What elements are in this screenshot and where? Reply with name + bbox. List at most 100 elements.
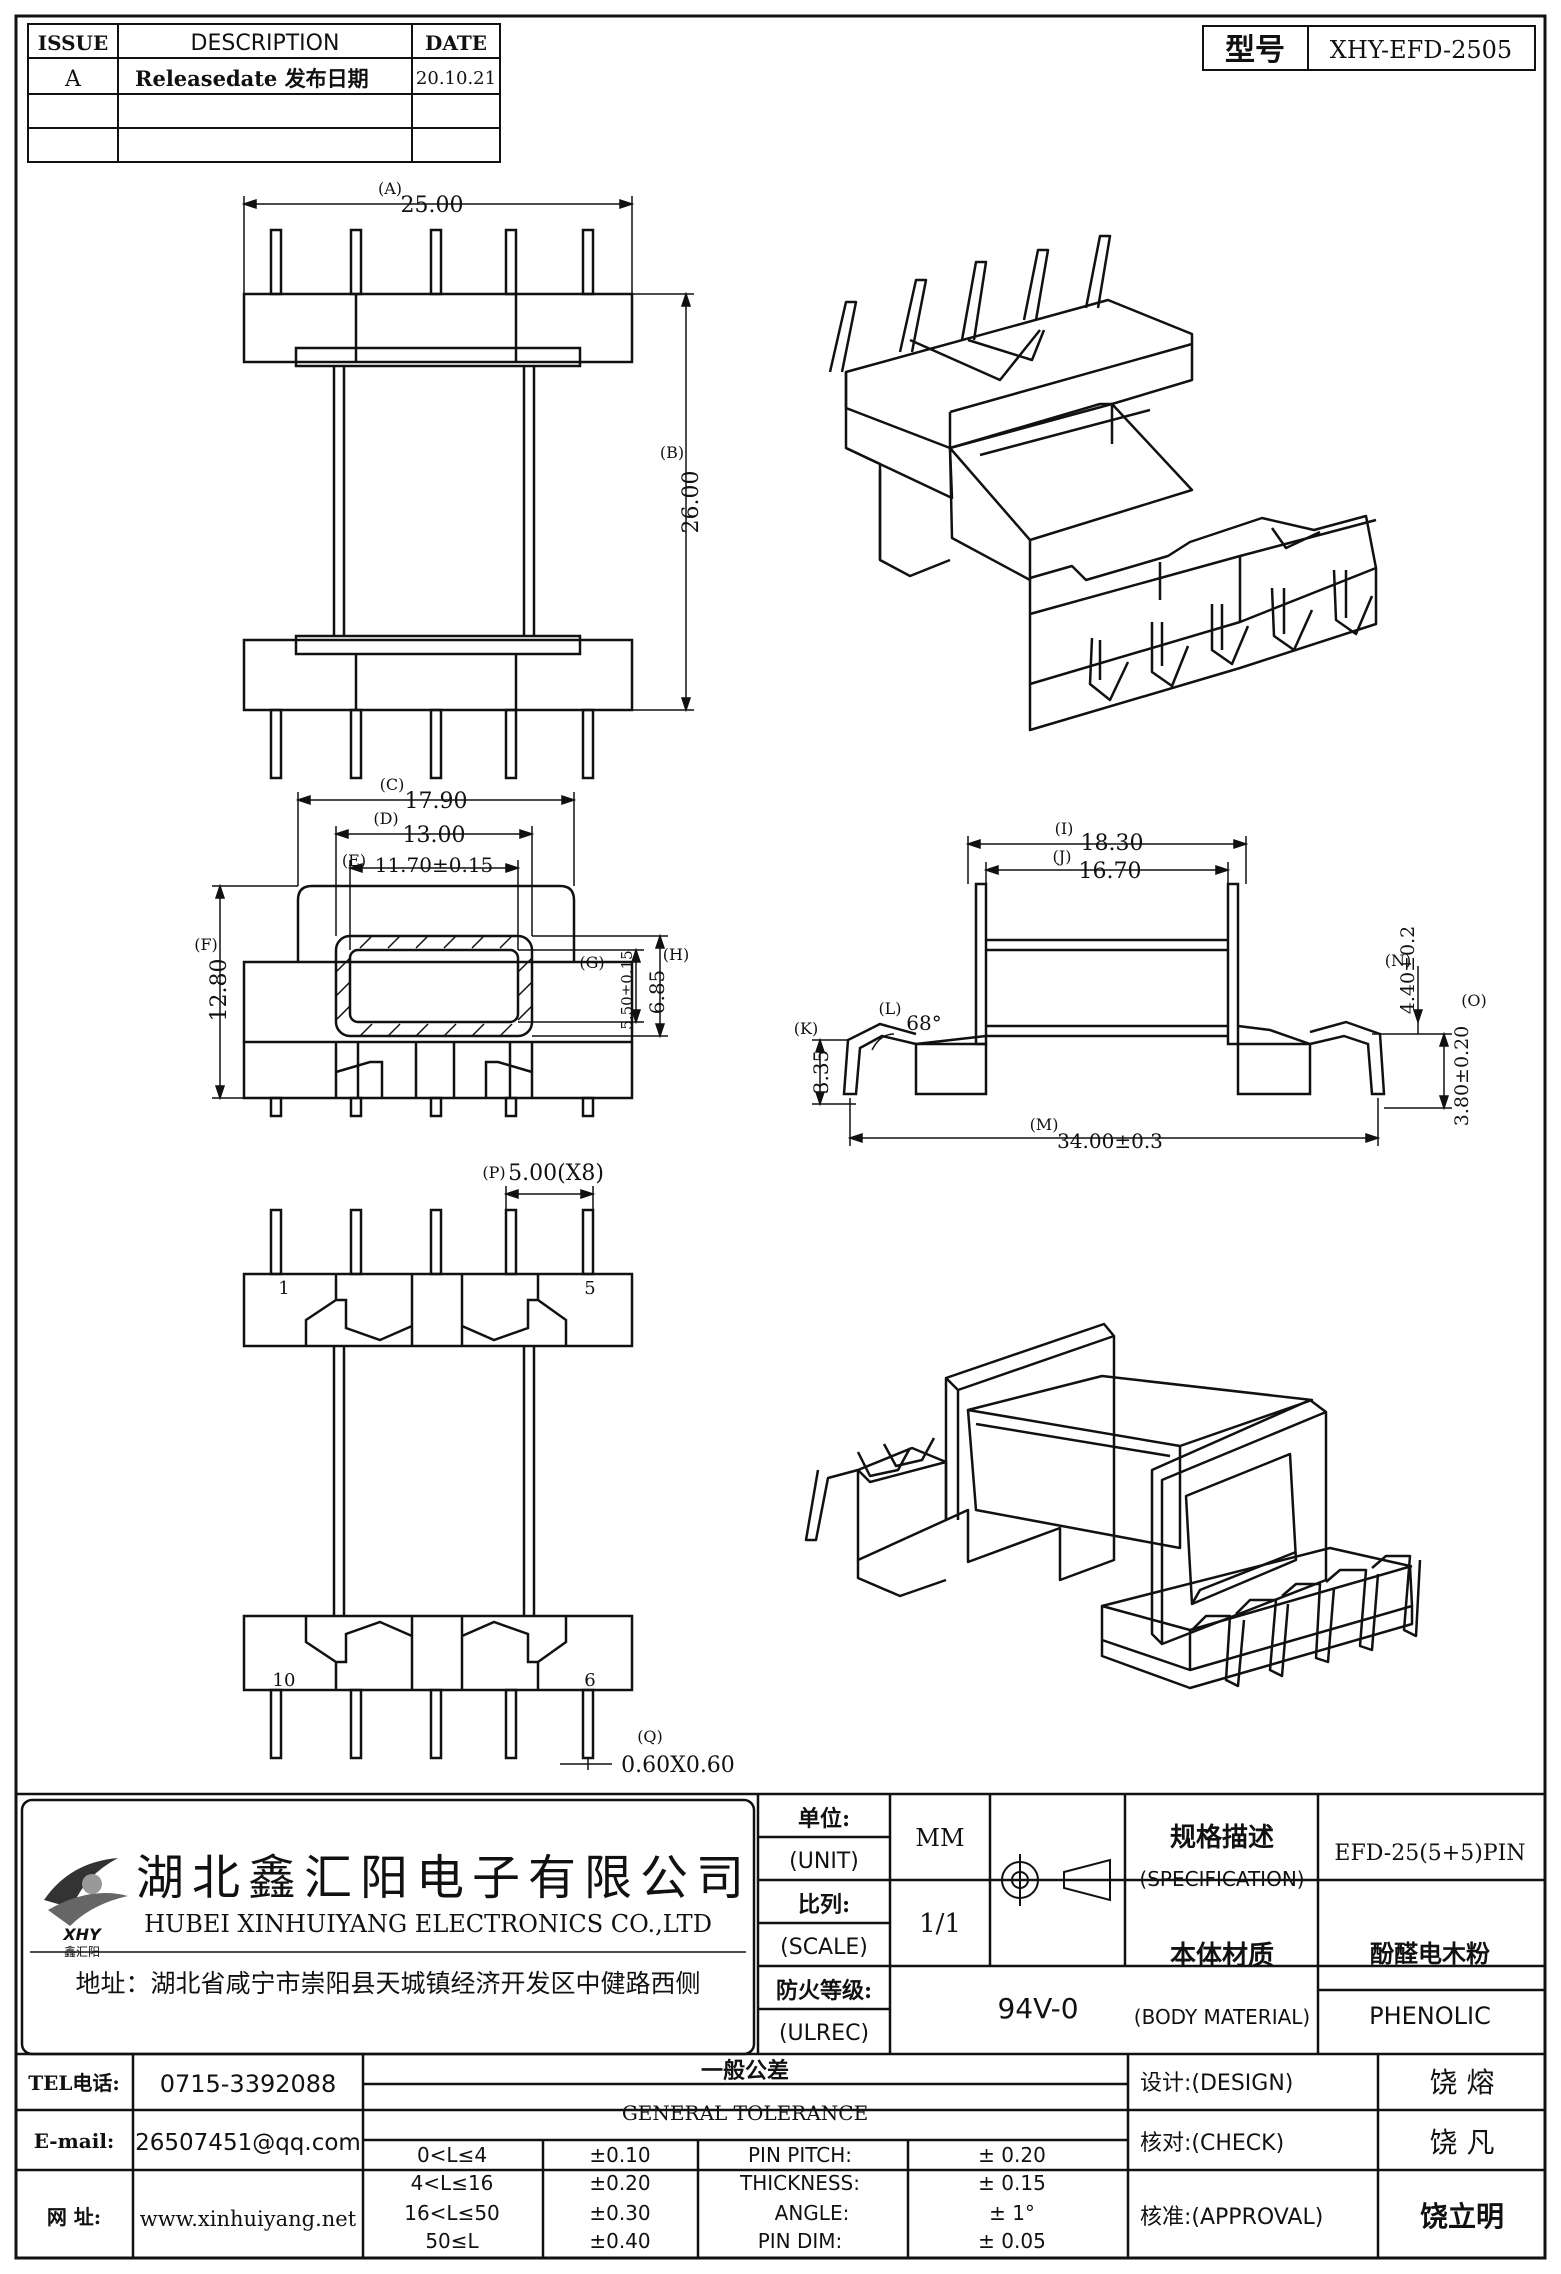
company-address: 地址：湖北省咸宁市崇阳县天城镇经济开发区中健路西侧: [75, 1969, 700, 1998]
dim-g-tag: (G): [579, 953, 604, 972]
dim-i-tag: (I): [1055, 819, 1074, 838]
top-view-pins-upper: [269, 228, 595, 296]
material-label-en: (BODY MATERIAL): [1134, 2005, 1310, 2029]
tolerance-name: PIN PITCH:: [748, 2143, 852, 2167]
sheet-border: [14, 14, 1547, 2260]
dim-p-tag: (P): [482, 1163, 505, 1182]
tolerance-tol: ± 0.15: [978, 2171, 1046, 2195]
dim-n-value: 4.40±0.2: [1397, 926, 1419, 1014]
dim-g-value: 5.50±0.15: [618, 950, 636, 1029]
dim-l-value: 68°: [906, 1011, 941, 1035]
company-logo-text: XHY: [62, 1925, 102, 1944]
pin-number-6: 6: [584, 1670, 595, 1691]
dim-a-value: 25.00: [401, 193, 464, 218]
tolerance-range: 16<L≤50: [404, 2201, 500, 2225]
design-value: 饶 熔: [1430, 2066, 1495, 2099]
dim-f-value: 12.80: [207, 959, 232, 1022]
dim-j-value: 16.70: [1079, 859, 1142, 884]
check-label: 核对:(CHECK): [1140, 2131, 1284, 2156]
pin-number-1: 1: [278, 1278, 289, 1299]
tolerance-name: ANGLE:: [775, 2201, 850, 2225]
tolerance-tol: ± 0.20: [978, 2143, 1046, 2167]
dim-c-tag: (C): [380, 775, 405, 794]
dim-f-tag: (F): [194, 935, 218, 954]
revision-row-date: 20.10.21: [416, 68, 496, 89]
isometric-view-bottom: [804, 1322, 1422, 1690]
tolerance-title-en: GENERAL TOLERANCE: [622, 2101, 868, 2125]
dim-e-value: 11.70±0.15: [375, 853, 494, 877]
dim-e-tag: (E): [342, 851, 366, 870]
email-value: 26507451@qq.com: [135, 2130, 361, 2156]
dim-h-value: 6.85: [645, 970, 669, 1015]
unit-value: MM: [915, 1824, 964, 1852]
revision-header-description: DESCRIPTION: [191, 31, 340, 56]
model-number: XHY-EFD-2505: [1330, 36, 1512, 64]
tolerance-tol: ± 0.05: [978, 2229, 1046, 2253]
dim-k-value: 3.35: [809, 1050, 833, 1095]
revision-row-issue: A: [64, 67, 82, 92]
dim-k-tag: (K): [794, 1019, 818, 1038]
dim-a-tag: (A): [378, 179, 402, 198]
dim-d-tag: (D): [373, 809, 398, 828]
dim-a-line: [241, 196, 635, 294]
tolerance-value: ±0.10: [589, 2143, 650, 2167]
dim-m-tag: (M): [1030, 1115, 1059, 1134]
unit-label-en: (UNIT): [789, 1849, 859, 1874]
dim-n-tag: (N): [1385, 951, 1411, 970]
ulrec-label-en: (ULREC): [779, 2021, 869, 2046]
dim-i-value: 18.30: [1081, 831, 1144, 856]
design-label: 设计:(DESIGN): [1140, 2071, 1293, 2096]
spec-label-en: (SPECIFICATION): [1139, 1867, 1304, 1891]
dim-q-value: 0.60X0.60: [621, 1753, 735, 1778]
material-label-cn: 本体材质: [1170, 1941, 1274, 1971]
dim-c-value: 17.90: [405, 789, 468, 814]
company-logo-icon: [44, 1858, 128, 1926]
dim-gh-lines: [518, 933, 668, 1039]
dim-q-line: [560, 1758, 612, 1770]
bottom-view: [242, 1208, 634, 1760]
material-value-en: PHENOLIC: [1369, 2002, 1491, 2030]
model-box: [1202, 25, 1536, 71]
tolerance-value: ±0.40: [589, 2229, 650, 2253]
scale-value: 1/1: [919, 1909, 961, 1939]
dim-p-value: 5.00(X8): [508, 1161, 604, 1186]
model-label: 型号: [1225, 33, 1285, 68]
tolerance-name: PIN DIM:: [758, 2229, 843, 2253]
dim-b-value: 26.00: [679, 471, 704, 534]
tolerance-range: 4<L≤16: [411, 2171, 494, 2195]
approval-label: 核准:(APPROVAL): [1140, 2205, 1323, 2230]
ulrec-value: 94V-0: [997, 1992, 1078, 2025]
dim-f-line: [212, 883, 298, 1101]
ulrec-label-cn: 防火等级:: [776, 1978, 872, 2004]
web-value: www.xinhuiyang.net: [140, 2207, 357, 2231]
revision-header-issue: ISSUE: [38, 31, 109, 55]
dim-m-value: 34.00±0.3: [1057, 1129, 1163, 1153]
isometric-view-top: [828, 234, 1378, 732]
tolerance-value: ±0.30: [589, 2201, 650, 2225]
dim-q-tag: (Q): [637, 1727, 663, 1746]
dim-j-tag: (J): [1053, 847, 1072, 866]
revision-header-date: DATE: [425, 31, 487, 55]
spec-value: EFD-25(5+5)PIN: [1334, 1841, 1525, 1866]
unit-label-cn: 单位:: [798, 1806, 850, 1832]
revision-row-description: Releasedate 发布日期: [135, 66, 369, 91]
company-name-en: HUBEI XINHUIYANG ELECTRONICS CO.,LTD: [144, 1910, 712, 1938]
scale-label-en: (SCALE): [780, 1935, 868, 1960]
dim-b-tag: (B): [660, 443, 684, 462]
front-view: [242, 884, 634, 1118]
tolerance-value: ±0.20: [589, 2171, 650, 2195]
top-view: [242, 228, 634, 780]
revision-table: [27, 23, 501, 163]
dim-no-lines: [1372, 966, 1452, 1111]
front-view-hatching: [335, 935, 533, 1037]
check-value: 饶 凡: [1430, 2126, 1495, 2159]
title-block-grid: [16, 1792, 1545, 2258]
tel-value: 0715-3392088: [160, 2070, 337, 2098]
tolerance-table: 0<L≤4 ±0.10 PIN PITCH: ± 0.20 4<L≤16 ±0.…: [404, 2143, 1046, 2253]
projection-symbol-icon: [994, 1854, 1111, 1906]
dim-l-tag: (L): [878, 999, 901, 1018]
tolerance-tol: ± 1°: [989, 2201, 1035, 2225]
material-value-cn: 酚醛电木粉: [1370, 1939, 1490, 1968]
scale-label-cn: 比列:: [798, 1892, 850, 1918]
